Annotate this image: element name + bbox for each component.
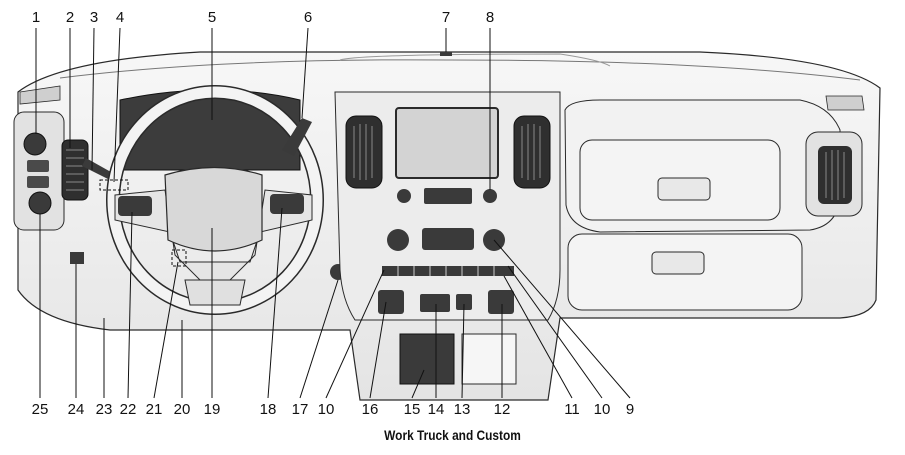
callout-9: 9: [625, 401, 635, 418]
left-switch-1: [27, 160, 49, 172]
callout-5: 5: [207, 9, 217, 26]
callout-7: 7: [441, 9, 451, 26]
instrument-cluster: [119, 89, 301, 171]
callout-10-right: 10: [593, 401, 611, 418]
storage-bin: [399, 333, 455, 385]
callout-23: 23: [95, 401, 113, 418]
volume-knob: [397, 189, 411, 203]
switch-bank: [382, 266, 514, 276]
callout-16: 16: [361, 401, 379, 418]
usb-ports: [420, 294, 450, 312]
callout-19: 19: [203, 401, 221, 418]
callout-2: 2: [65, 9, 75, 26]
callout-8: 8: [485, 9, 495, 26]
center-stack: [334, 91, 561, 321]
hood-release: [70, 252, 84, 264]
cupholder: [461, 333, 517, 385]
callout-25: 25: [31, 401, 49, 418]
callout-22: 22: [119, 401, 137, 418]
callout-11: 11: [564, 401, 580, 418]
left-wheel-controls: [118, 196, 152, 216]
wiper-lever: [282, 118, 312, 156]
callout-4: 4: [115, 9, 125, 26]
steering-column: [184, 279, 246, 306]
tune-knob: [483, 189, 497, 203]
aux-outlet: [456, 294, 472, 310]
paddle-indicator: [99, 179, 129, 191]
figure-caption: Work Truck and Custom: [384, 427, 521, 443]
callout-3: 3: [89, 9, 99, 26]
airbag-hub: [164, 166, 263, 252]
tilt-lever-indicator: [171, 249, 187, 267]
right-wheel-controls: [270, 194, 304, 214]
drive-mode-buttons: [378, 290, 404, 314]
climate-left-knob: [387, 229, 409, 251]
callout-13: 13: [453, 401, 471, 418]
callout-20: 20: [173, 401, 191, 418]
right-speaker: [825, 95, 865, 111]
left-lower-knob: [28, 191, 52, 215]
climate-buttons: [422, 228, 474, 250]
radio-buttons: [424, 188, 472, 204]
callout-10-left: 10: [317, 401, 335, 418]
left-switch-2: [27, 176, 49, 188]
infotainment-screen: [395, 107, 499, 179]
center-left-vent: [345, 115, 383, 189]
dash-top-pad: [59, 59, 861, 81]
headlamp-knob: [23, 132, 47, 156]
callout-21: 21: [145, 401, 163, 418]
defrost-sensor: [440, 52, 452, 56]
center-right-vent: [513, 115, 551, 189]
callout-18: 18: [259, 401, 277, 418]
lower-glovebox-handle: [651, 251, 705, 275]
callout-12: 12: [493, 401, 511, 418]
callout-24: 24: [67, 401, 85, 418]
left-air-vent: [61, 139, 89, 201]
callout-6: 6: [303, 9, 313, 26]
callout-15: 15: [403, 401, 421, 418]
callout-leader-lines: [35, 27, 631, 399]
left-speaker: [19, 85, 61, 105]
callout-1: 1: [31, 9, 41, 26]
upper-glovebox-handle: [657, 177, 711, 201]
callout-14: 14: [427, 401, 445, 418]
power-outlet: [488, 290, 514, 314]
callout-17: 17: [291, 401, 309, 418]
